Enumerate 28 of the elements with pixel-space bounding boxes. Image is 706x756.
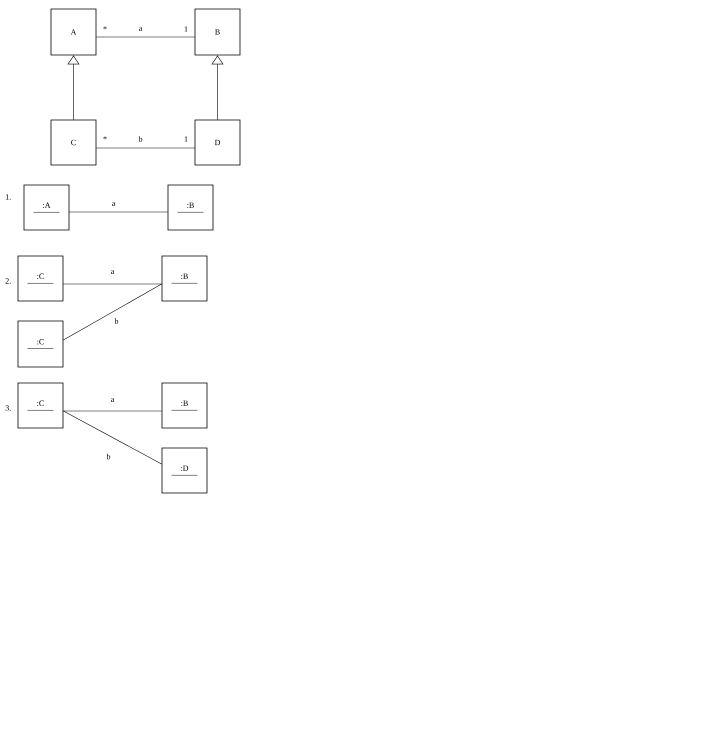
multiplicity-label: * bbox=[103, 26, 107, 30]
class-box: B bbox=[194, 8, 240, 56]
item-number: 1. bbox=[6, 194, 11, 200]
multiplicity-label: 1 bbox=[184, 136, 188, 142]
object-box: :B bbox=[168, 184, 214, 230]
association-line bbox=[63, 410, 162, 412]
edge-label: a bbox=[111, 398, 114, 402]
edge-label: b bbox=[114, 318, 118, 324]
class-box: A bbox=[50, 8, 96, 56]
association-line bbox=[96, 36, 195, 38]
association-line bbox=[63, 410, 162, 464]
object-box: :D bbox=[162, 448, 208, 494]
association-line bbox=[63, 284, 162, 340]
edge-label: a bbox=[139, 27, 142, 31]
object-box: :B bbox=[162, 256, 208, 302]
multiplicity-label: * bbox=[103, 136, 107, 140]
edge-label: a bbox=[111, 270, 114, 274]
class-box: C bbox=[50, 120, 96, 166]
edge-label: a bbox=[112, 202, 116, 206]
edge-label: b bbox=[138, 136, 142, 142]
object-box: :B bbox=[162, 382, 208, 428]
edge-label: b bbox=[106, 454, 110, 460]
object-box: :A bbox=[24, 184, 70, 230]
object-box: :C bbox=[18, 382, 64, 428]
class-box: D bbox=[194, 120, 240, 166]
object-box: :C bbox=[18, 256, 64, 302]
object-box: :C bbox=[18, 320, 64, 368]
multiplicity-label: 1 bbox=[184, 26, 188, 32]
